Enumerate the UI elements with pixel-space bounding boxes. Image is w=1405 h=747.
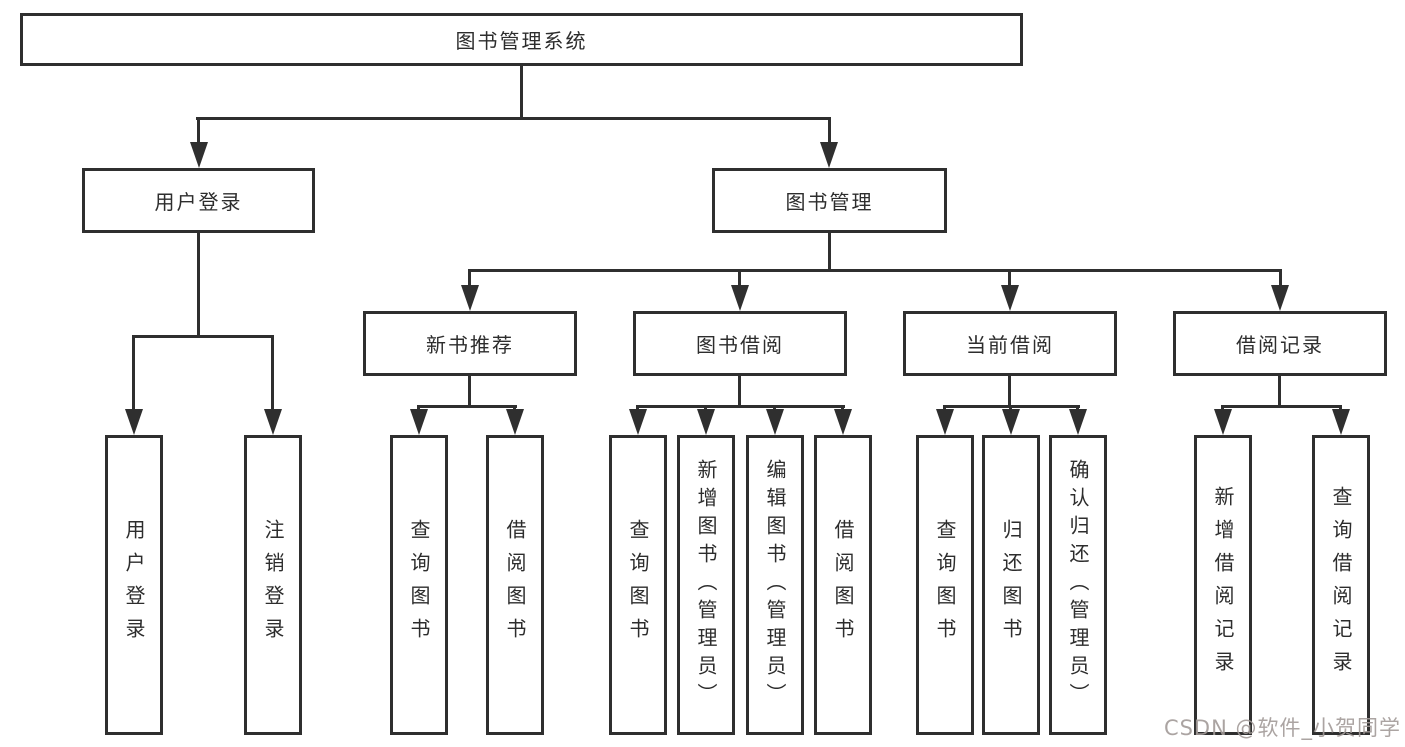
connector-bookmgmt-hline bbox=[468, 269, 1281, 272]
connector-bookborrow-stub bbox=[841, 405, 844, 411]
connector-bookborrow-hline bbox=[636, 405, 845, 408]
arrow-down-icon bbox=[506, 409, 524, 435]
connector-bookmgmt-vline bbox=[828, 233, 831, 272]
leaf-query-books-recommend: 查询图书 bbox=[390, 435, 448, 735]
node-label: 图书管理系统 bbox=[455, 29, 588, 53]
arrow-down-icon bbox=[629, 409, 647, 435]
connector-bookborrow-stub bbox=[636, 405, 639, 411]
arrow-down-icon bbox=[1069, 409, 1087, 435]
connector-currentborrow-vline bbox=[1008, 376, 1011, 407]
leaf-label: 借阅图书 bbox=[831, 519, 855, 651]
leaf-user-login: 用户登录 bbox=[105, 435, 163, 735]
arrow-down-icon bbox=[461, 285, 479, 311]
arrow-down-icon bbox=[731, 285, 749, 311]
leaf-label: 查询图书 bbox=[626, 519, 650, 651]
leaf-label: 新增借阅记录 bbox=[1211, 486, 1235, 684]
arrow-down-icon bbox=[190, 142, 208, 168]
leaf-label: 查询图书 bbox=[933, 519, 957, 651]
node-book-borrow: 图书借阅 bbox=[633, 311, 847, 376]
arrow-down-icon bbox=[264, 409, 282, 435]
leaf-label: 确认归还（管理员） bbox=[1066, 459, 1090, 711]
arrow-down-icon bbox=[697, 409, 715, 435]
connector-bookmgmt-stub bbox=[468, 269, 471, 287]
node-borrow-records: 借阅记录 bbox=[1173, 311, 1387, 376]
connector-userlogin-stub bbox=[132, 335, 135, 411]
arrow-down-icon bbox=[936, 409, 954, 435]
leaf-query-borrow-record: 查询借阅记录 bbox=[1312, 435, 1370, 735]
leaf-borrow-books-recommend: 借阅图书 bbox=[486, 435, 544, 735]
leaf-query-books-current: 查询图书 bbox=[916, 435, 974, 735]
leaf-label: 新增图书（管理员） bbox=[694, 459, 718, 711]
leaf-add-book-admin: 新增图书（管理员） bbox=[677, 435, 735, 735]
leaf-label: 注销登录 bbox=[261, 519, 285, 651]
connector-bookborrow-stub bbox=[773, 405, 776, 411]
connector-userlogin-vline bbox=[197, 233, 200, 337]
connector-userlogin-stub bbox=[271, 335, 274, 411]
leaf-label: 查询借阅记录 bbox=[1329, 486, 1353, 684]
leaf-borrow-books: 借阅图书 bbox=[814, 435, 872, 735]
arrow-down-icon bbox=[834, 409, 852, 435]
connector-newbook-vline bbox=[468, 376, 471, 407]
node-label: 新书推荐 bbox=[426, 333, 514, 357]
leaf-label: 用户登录 bbox=[122, 519, 146, 651]
connector-newbook-stub bbox=[417, 405, 420, 411]
node-book-management: 图书管理 bbox=[712, 168, 947, 233]
leaf-label: 借阅图书 bbox=[503, 519, 527, 651]
node-current-borrow: 当前借阅 bbox=[903, 311, 1117, 376]
arrow-down-icon bbox=[410, 409, 428, 435]
node-label: 图书借阅 bbox=[696, 333, 784, 357]
leaf-add-borrow-record: 新增借阅记录 bbox=[1194, 435, 1252, 735]
connector-records-stub bbox=[1221, 405, 1224, 411]
connector-newbook-stub bbox=[513, 405, 516, 411]
connector-bookmgmt-stub bbox=[1279, 269, 1282, 287]
arrow-down-icon bbox=[766, 409, 784, 435]
arrow-down-icon bbox=[125, 409, 143, 435]
connector-currentborrow-stub bbox=[1009, 405, 1012, 411]
leaf-query-books-borrow: 查询图书 bbox=[609, 435, 667, 735]
node-label: 借阅记录 bbox=[1236, 333, 1324, 357]
node-label: 用户登录 bbox=[154, 190, 243, 214]
connector-root-vline bbox=[520, 66, 523, 119]
arrow-down-icon bbox=[1214, 409, 1232, 435]
leaf-label: 归还图书 bbox=[999, 519, 1023, 651]
connector-bookborrow-stub bbox=[704, 405, 707, 411]
node-new-book-recommend: 新书推荐 bbox=[363, 311, 577, 376]
connector-newbook-hline bbox=[417, 405, 517, 408]
connector-bookborrow-vline bbox=[738, 376, 741, 407]
leaf-logout: 注销登录 bbox=[244, 435, 302, 735]
connector-root-hline bbox=[196, 117, 831, 120]
arrow-down-icon bbox=[1002, 409, 1020, 435]
connector-root-stub-right bbox=[828, 117, 831, 144]
csdn-watermark: CSDN @软件_小贺同学 bbox=[1163, 716, 1401, 740]
connector-root-stub-left bbox=[197, 117, 200, 144]
connector-currentborrow-stub bbox=[943, 405, 946, 411]
node-label: 图书管理 bbox=[785, 190, 874, 214]
connector-bookmgmt-stub bbox=[1008, 269, 1011, 287]
connector-records-stub bbox=[1339, 405, 1342, 411]
connector-records-hline bbox=[1221, 405, 1342, 408]
node-library-management-system: 图书管理系统 bbox=[20, 13, 1023, 66]
connector-records-vline bbox=[1278, 376, 1281, 407]
leaf-edit-book-admin: 编辑图书（管理员） bbox=[746, 435, 804, 735]
node-user-login: 用户登录 bbox=[82, 168, 315, 233]
arrow-down-icon bbox=[1271, 285, 1289, 311]
node-label: 当前借阅 bbox=[966, 333, 1054, 357]
leaf-return-books: 归还图书 bbox=[982, 435, 1040, 735]
connector-bookmgmt-stub bbox=[738, 269, 741, 287]
leaf-label: 查询图书 bbox=[407, 519, 431, 651]
arrow-down-icon bbox=[1001, 285, 1019, 311]
connector-currentborrow-stub bbox=[1076, 405, 1079, 411]
leaf-label: 编辑图书（管理员） bbox=[763, 459, 787, 711]
arrow-down-icon bbox=[820, 142, 838, 168]
arrow-down-icon bbox=[1332, 409, 1350, 435]
leaf-confirm-return-admin: 确认归还（管理员） bbox=[1049, 435, 1107, 735]
connector-userlogin-hline bbox=[132, 335, 274, 338]
